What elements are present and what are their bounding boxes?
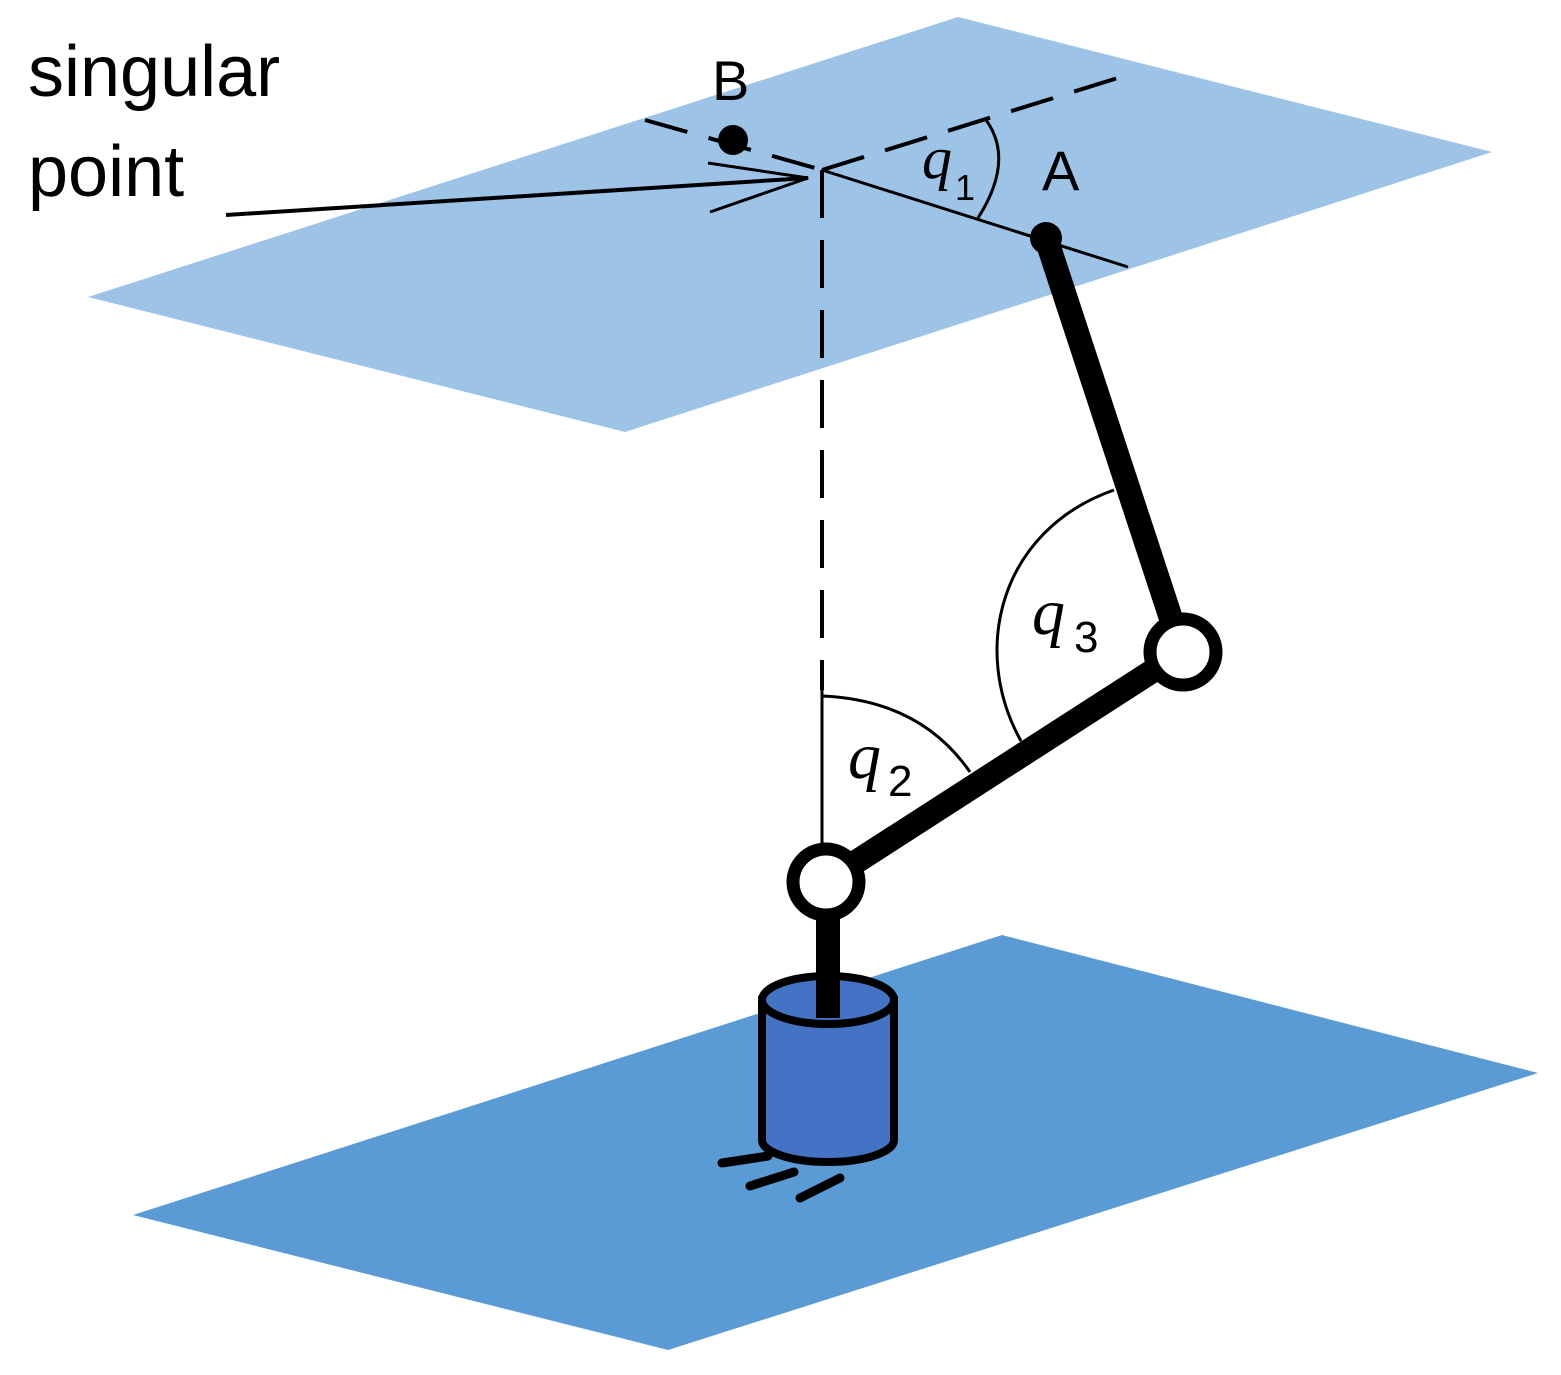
q2-angle-arc — [821, 694, 972, 773]
q1-label-subscript: 1 — [955, 167, 975, 208]
singular-point-arrow-head — [707, 161, 809, 214]
axis-line-through-a — [821, 168, 1129, 269]
singular-point-label-line1: singular — [28, 32, 280, 112]
q1-angle-arc — [976, 119, 1001, 219]
singular-point-arrow-shaft — [225, 176, 809, 217]
top-plane — [88, 17, 1492, 432]
point-b-marker — [718, 125, 748, 155]
point-a-label: A — [1042, 139, 1080, 202]
shoulder-joint — [786, 842, 866, 922]
link-upper-arm — [1034, 234, 1194, 656]
q3-label-variable: q — [1032, 576, 1065, 649]
point-b-label: B — [712, 49, 749, 112]
q3-label-subscript: 3 — [1074, 613, 1098, 662]
base-feet — [717, 1151, 845, 1203]
q2-label-subscript: 2 — [888, 757, 912, 806]
dashed-axis-line-upper — [821, 70, 1138, 172]
point-a-marker — [1030, 222, 1062, 254]
elbow-joint — [1143, 612, 1223, 692]
q3-angle-arc — [995, 488, 1115, 742]
q1-label-variable: q — [922, 125, 952, 191]
q2-label-variable: q — [848, 720, 881, 793]
link-lower-arm — [821, 641, 1189, 891]
singular-point-label-line2: point — [28, 132, 184, 212]
